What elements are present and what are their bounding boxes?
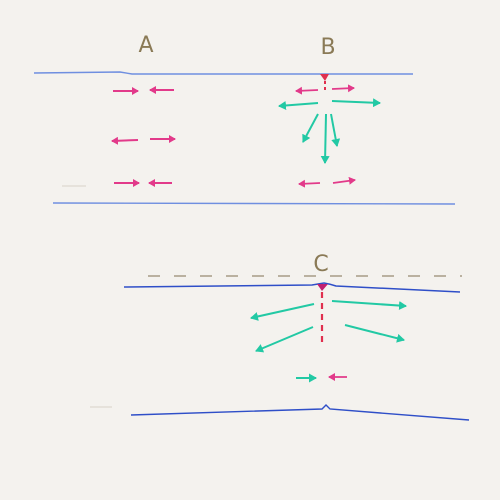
panel-label-b: B: [320, 35, 335, 60]
arrow-icon: [255, 326, 314, 353]
top-surface-line-c: [123, 282, 461, 293]
arrow-icon: [278, 100, 319, 110]
top-surface-line-ab: [33, 71, 413, 75]
crack-tip-icon: [320, 74, 329, 81]
arrow-icon: [295, 86, 319, 95]
arrow-icon: [331, 84, 355, 93]
panel-a-arrows: [111, 86, 176, 187]
bottom-surface-line-ab: [52, 202, 456, 205]
arrow-icon: [302, 113, 319, 143]
panel-label-a: A: [138, 33, 153, 58]
arrow-icon: [332, 176, 356, 185]
arrow-icon: [298, 179, 321, 188]
arrow-icon: [344, 324, 405, 343]
arrow-icon: [250, 303, 315, 321]
panel-label-c: C: [313, 252, 328, 277]
arrow-icon: [331, 98, 381, 108]
arrow-icon: [111, 136, 139, 145]
panel-c: [90, 275, 470, 421]
arrow-icon: [331, 300, 407, 311]
crack-tip-icon: [317, 284, 328, 291]
panel-b: [278, 74, 381, 188]
bottom-surface-line-c: [130, 404, 470, 421]
arrow-icon: [320, 113, 330, 164]
arrow-icon: [330, 113, 341, 147]
